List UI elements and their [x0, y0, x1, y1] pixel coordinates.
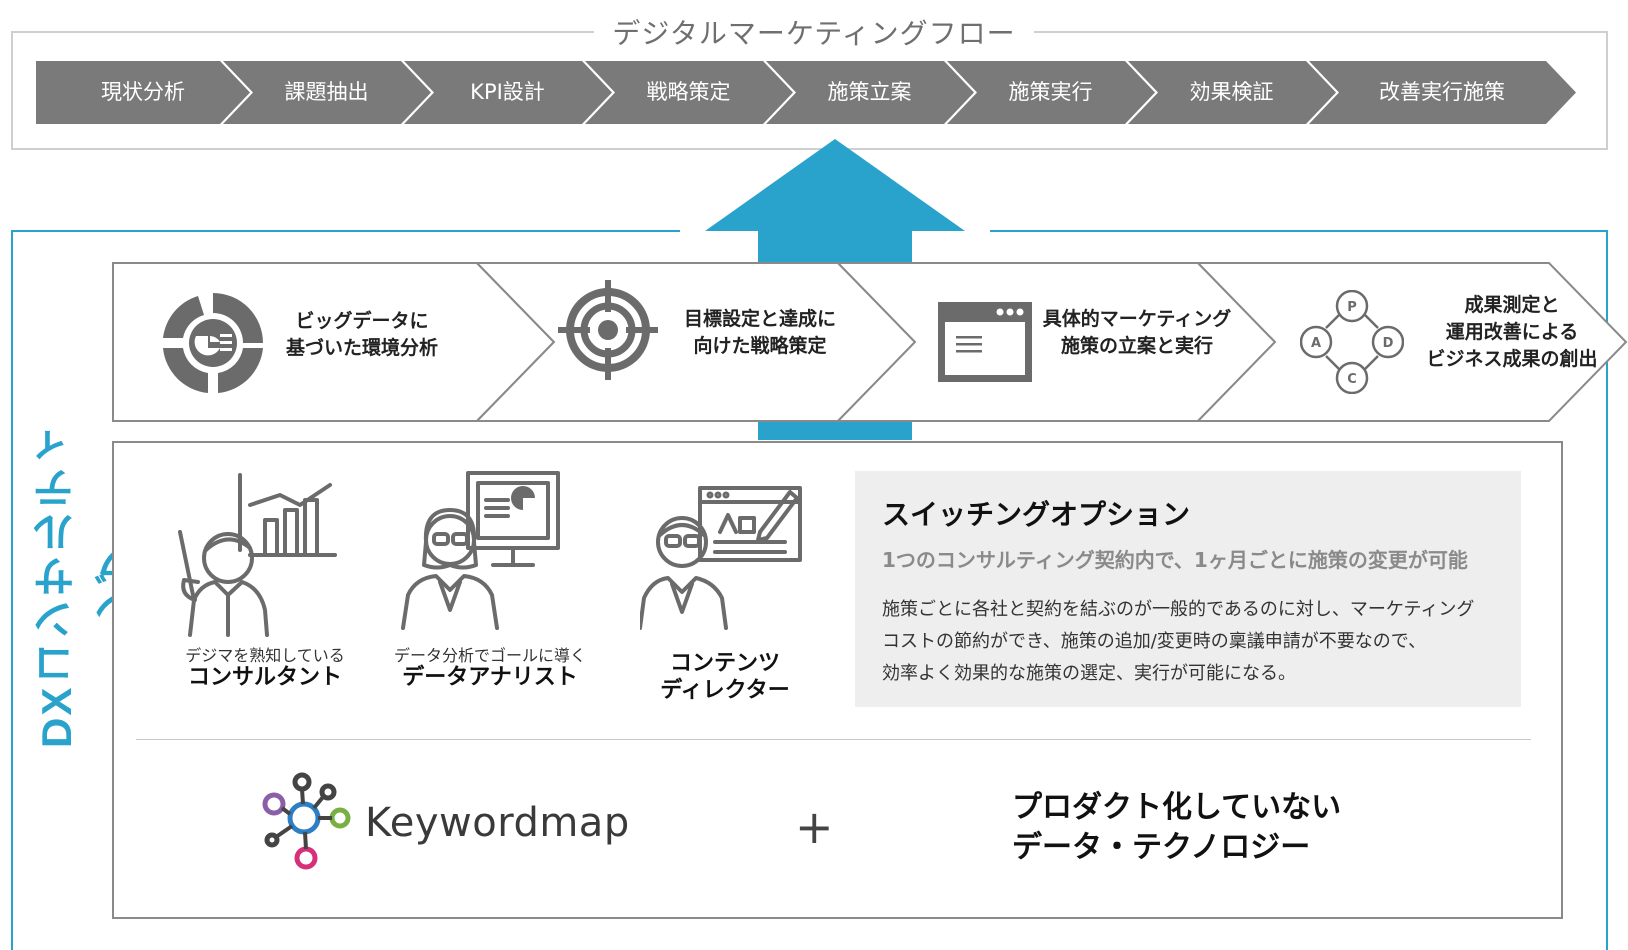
feature-4-line1: 成果測定と: [1464, 294, 1560, 316]
feature-chevrons: ビッグデータに 基づいた環境分析 目標設定と達成に 向けた戦略策定 具体的マーケ…: [112, 262, 1628, 422]
plus-sign: +: [795, 800, 834, 854]
pie-chart-icon: [163, 293, 263, 393]
feature-1-line1: ビッグデータに: [295, 310, 429, 332]
pdca-p: P: [1347, 300, 1357, 315]
flow-chevron-4: [585, 61, 793, 124]
switching-body-line2: コストの節約ができ、施策の追加/変更時の稟議申請が不要なので、: [882, 631, 1427, 652]
feature-3-line1: 具体的マーケティング: [1042, 308, 1232, 330]
feature-4-text: 成果測定と 運用改善による ビジネス成果の創出: [1402, 292, 1622, 373]
flow-step-4: 戦略策定: [646, 80, 731, 104]
flow-chevron-1: [36, 61, 250, 124]
target-icon: [558, 280, 658, 380]
switching-option-box: [855, 471, 1521, 707]
data-technology-line1: プロダクト化していない: [1012, 790, 1342, 825]
keywordmap-wordmark: Keywordmap: [365, 800, 630, 846]
switching-option-title: スイッチングオプション: [882, 498, 1191, 531]
analyst-caption: データ分析でゴールに導く: [393, 646, 586, 665]
feature-2-line2: 向けた戦略策定: [693, 335, 827, 357]
content-director-role-line1: コンテンツ: [669, 651, 780, 676]
panel-divider: [136, 739, 1531, 740]
switching-option-subtitle: 1つのコンサルティング契約内で、1ヶ月ごとに施策の変更が可能: [882, 548, 1468, 572]
feature-4-line3: ビジネス成果の創出: [1426, 348, 1598, 370]
keywordmap-logo-icon: [262, 772, 351, 870]
data-technology-text: プロダクト化していない データ・テクノロジー: [1012, 788, 1341, 868]
pdca-d: D: [1383, 336, 1394, 351]
consultant-icon: [178, 473, 337, 637]
flow-step-6: 施策実行: [1008, 80, 1093, 104]
flow-chevron-6: [947, 61, 1155, 124]
feature-2-line1: 目標設定と達成に: [683, 308, 836, 330]
flow-step-7: 効果検証: [1189, 80, 1274, 104]
switching-body-line1: 施策ごとに各社と契約を結ぶのが一般的であるのに対し、マーケティング: [882, 599, 1475, 620]
flow-step-5: 施策立案: [827, 80, 912, 104]
flow-chevron-3: [404, 61, 612, 124]
flow-step-2: 課題抽出: [284, 80, 369, 104]
flow-chevron-8: [1309, 61, 1576, 124]
flow-title-text: デジタルマーケティングフロー: [594, 17, 1034, 50]
switching-body-line3: 効率よく効果的な施策の選定、実行が可能になる。: [882, 663, 1296, 684]
feature-4-line2: 運用改善による: [1445, 321, 1579, 343]
flow-step-8: 改善実行施策: [1379, 80, 1505, 104]
consultant-caption: デジマを熟知している: [185, 646, 345, 665]
flow-step-3: KPI設計: [470, 80, 545, 104]
flow-title: デジタルマーケティングフロー: [0, 12, 1628, 52]
feature-1-text: ビッグデータに 基づいた環境分析: [262, 308, 462, 362]
consultant-role: コンサルタント: [187, 665, 342, 690]
analyst-role: データアナリスト: [402, 665, 578, 690]
flow-chevron-5: [766, 61, 974, 124]
data-technology-line2: データ・テクノロジー: [1012, 830, 1311, 865]
feature-1-line2: 基づいた環境分析: [285, 337, 438, 359]
pdca-cycle-icon: P D C A: [1300, 290, 1404, 394]
pdca-a: A: [1311, 336, 1321, 351]
feature-3-text: 具体的マーケティング 施策の立案と実行: [1032, 306, 1242, 360]
content-director-icon: [640, 486, 802, 630]
flow-chevrons: [36, 61, 1576, 124]
content-director-role: コンテンツ ディレクター: [620, 650, 830, 704]
flow-steps: 現状分析 課題抽出 KPI設計 戦略策定 施策立案 施策実行 効果検証 改善実行…: [36, 61, 1576, 124]
flow-chevron-7: [1128, 61, 1336, 124]
switching-option-body: 施策ごとに各社と契約を結ぶのが一般的であるのに対し、マーケティング コストの節約…: [882, 594, 1502, 690]
data-analyst-icon: [401, 471, 560, 630]
content-director-role-line2: ディレクター: [660, 678, 790, 703]
feature-2-text: 目標設定と達成に 向けた戦略策定: [660, 306, 860, 360]
dx-consulting-label: DXコンサルティング: [33, 421, 141, 749]
feature-3-line2: 施策の立案と実行: [1060, 335, 1213, 357]
browser-window-icon: [938, 302, 1032, 382]
pdca-c: C: [1347, 372, 1357, 387]
flow-chevron-2: [223, 61, 431, 124]
flow-step-1: 現状分析: [101, 80, 185, 104]
